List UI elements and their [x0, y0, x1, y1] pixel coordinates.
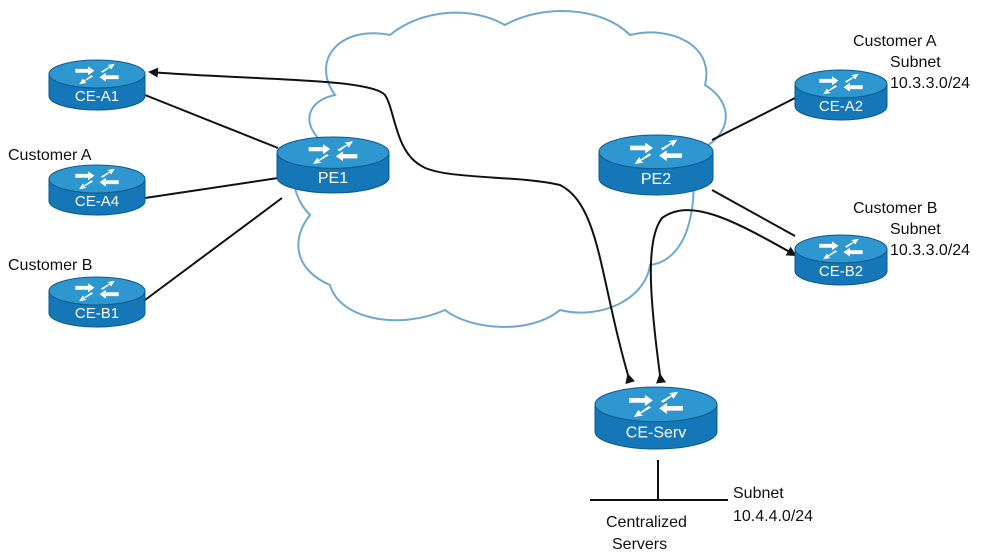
flow-serv-to-cea1	[148, 67, 636, 385]
router-top	[48, 59, 146, 89]
label-servers-line1: Centralized	[606, 514, 687, 531]
flow-serv-to-ceb2	[649, 209, 797, 384]
router-label: CE-A4	[75, 193, 119, 210]
link-cea1-pe1	[144, 94, 279, 149]
router-ce-a4: CE-A4	[48, 164, 146, 216]
link-cea4-pe1	[144, 177, 279, 199]
link-pe2-ceb2	[711, 189, 796, 237]
label-servers-line2: Servers	[612, 536, 667, 553]
router-top	[48, 164, 146, 194]
label-customer-b-left: Customer B	[8, 257, 92, 274]
router-label: CE-B1	[75, 305, 119, 322]
link-ceb1-pe1	[144, 197, 283, 301]
router-ce-a1: CE-A1	[48, 59, 146, 111]
router-top	[598, 134, 714, 170]
label-subnet-a-value: 10.3.3.0/24	[890, 75, 970, 92]
router-pe1: PE1	[276, 136, 390, 194]
traffic-flows	[148, 67, 797, 385]
label-customer-a-right: Customer A	[853, 33, 937, 50]
router-label: CE-A1	[75, 88, 119, 105]
link-pe2-cea2	[711, 97, 796, 141]
router-label: CE-Serv	[626, 425, 686, 442]
router-top	[794, 69, 888, 99]
router-label: PE2	[641, 171, 671, 188]
label-server-subnet: Subnet	[733, 485, 784, 502]
label-server-subnet-value: 10.4.4.0/24	[733, 508, 813, 525]
router-top	[594, 386, 718, 423]
router-ce-b2: CE-B2	[794, 234, 888, 286]
router-ce-serv: CE-Serv	[594, 386, 718, 450]
router-label: CE-B2	[819, 263, 863, 280]
router-label: CE-A2	[819, 98, 863, 115]
router-pe2: PE2	[598, 134, 714, 196]
annotations: Customer A Customer B Customer A Subnet …	[8, 33, 970, 553]
label-subnet-b-value: 10.3.3.0/24	[890, 242, 970, 259]
router-label: PE1	[318, 170, 348, 187]
router-ce-b1: CE-B1	[48, 276, 146, 328]
label-customer-b-right: Customer B	[853, 200, 937, 217]
router-top	[794, 234, 888, 264]
label-subnet-b-right: Subnet	[890, 221, 941, 238]
router-top	[276, 136, 390, 169]
label-subnet-a-right: Subnet	[890, 54, 941, 71]
label-customer-a-left: Customer A	[8, 147, 92, 164]
router-top	[48, 276, 146, 306]
router-ce-a2: CE-A2	[794, 69, 888, 121]
